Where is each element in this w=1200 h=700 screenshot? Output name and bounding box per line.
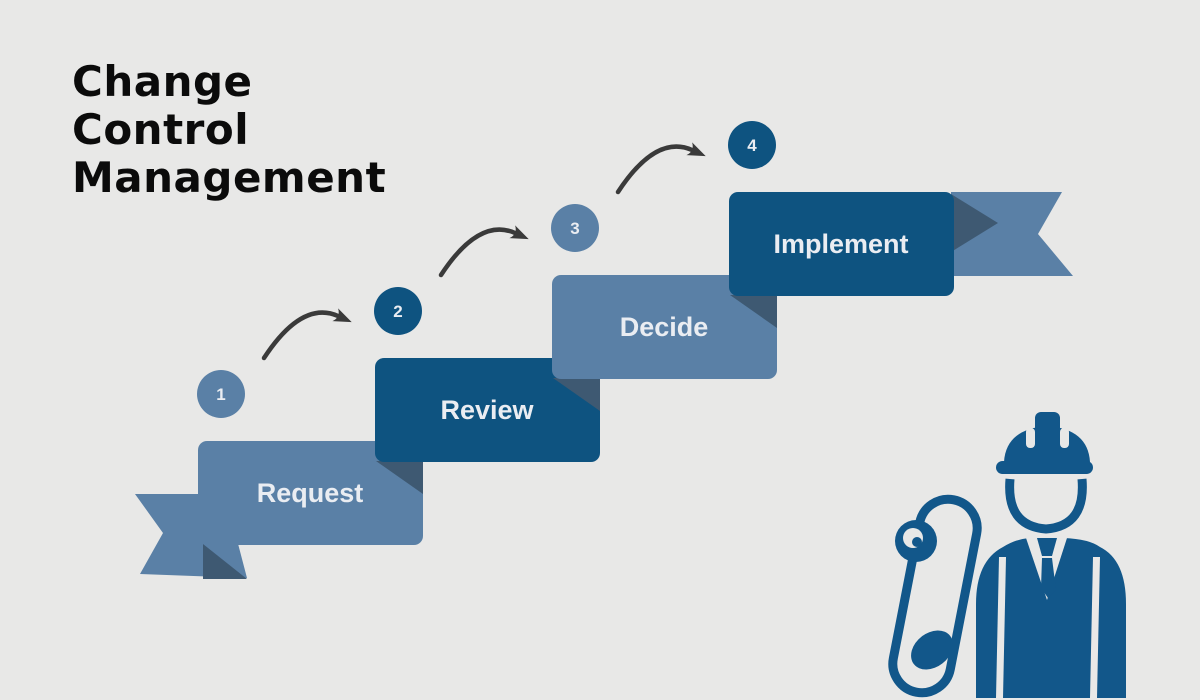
curved-arrow-icon-1 [261,308,352,361]
hard-hat-brim [996,461,1093,474]
engineer-face [1005,478,1087,534]
step-label-implement: Implement [773,229,908,259]
curved-arrow-icon-2 [438,225,529,278]
curved-arrow-icon-3 [615,142,706,195]
ribbon-fold-left [203,544,247,579]
ribbon-fold-3-4 [730,295,777,328]
title-line-2: Control [72,105,250,154]
engineer-tie-tail [1041,558,1056,598]
engineer-body [976,538,1126,698]
title-line-3: Management [72,153,387,202]
step-label-review: Review [440,395,534,425]
title-line-1: Change [72,57,253,106]
step-number-1: 1 [216,385,225,404]
step-circle-1 [197,370,245,418]
step-label-request: Request [257,478,364,508]
ribbon-fold-2-3 [553,378,600,411]
step-number-2: 2 [393,302,402,321]
step-label-decide: Decide [620,312,709,342]
engineer-hand [911,630,953,670]
step-box-implement [729,192,954,296]
step-box-review [375,358,600,462]
step-box-request [198,441,423,545]
engineer-tie [1037,538,1057,556]
step-circle-3 [551,204,599,252]
step-circle-2 [374,287,422,335]
step-box-decide [552,275,777,379]
page-title: Change Control Management [72,58,386,202]
engineer-with-blueprint-icon [888,412,1126,698]
step-number-4: 4 [747,136,757,155]
ribbon-fold-right [951,194,998,252]
blueprint-roll [888,494,982,698]
step-number-3: 3 [570,219,579,238]
hard-hat-ridge [1035,412,1060,437]
step-circle-4 [728,121,776,169]
ribbon-fold-1-2 [376,461,423,494]
